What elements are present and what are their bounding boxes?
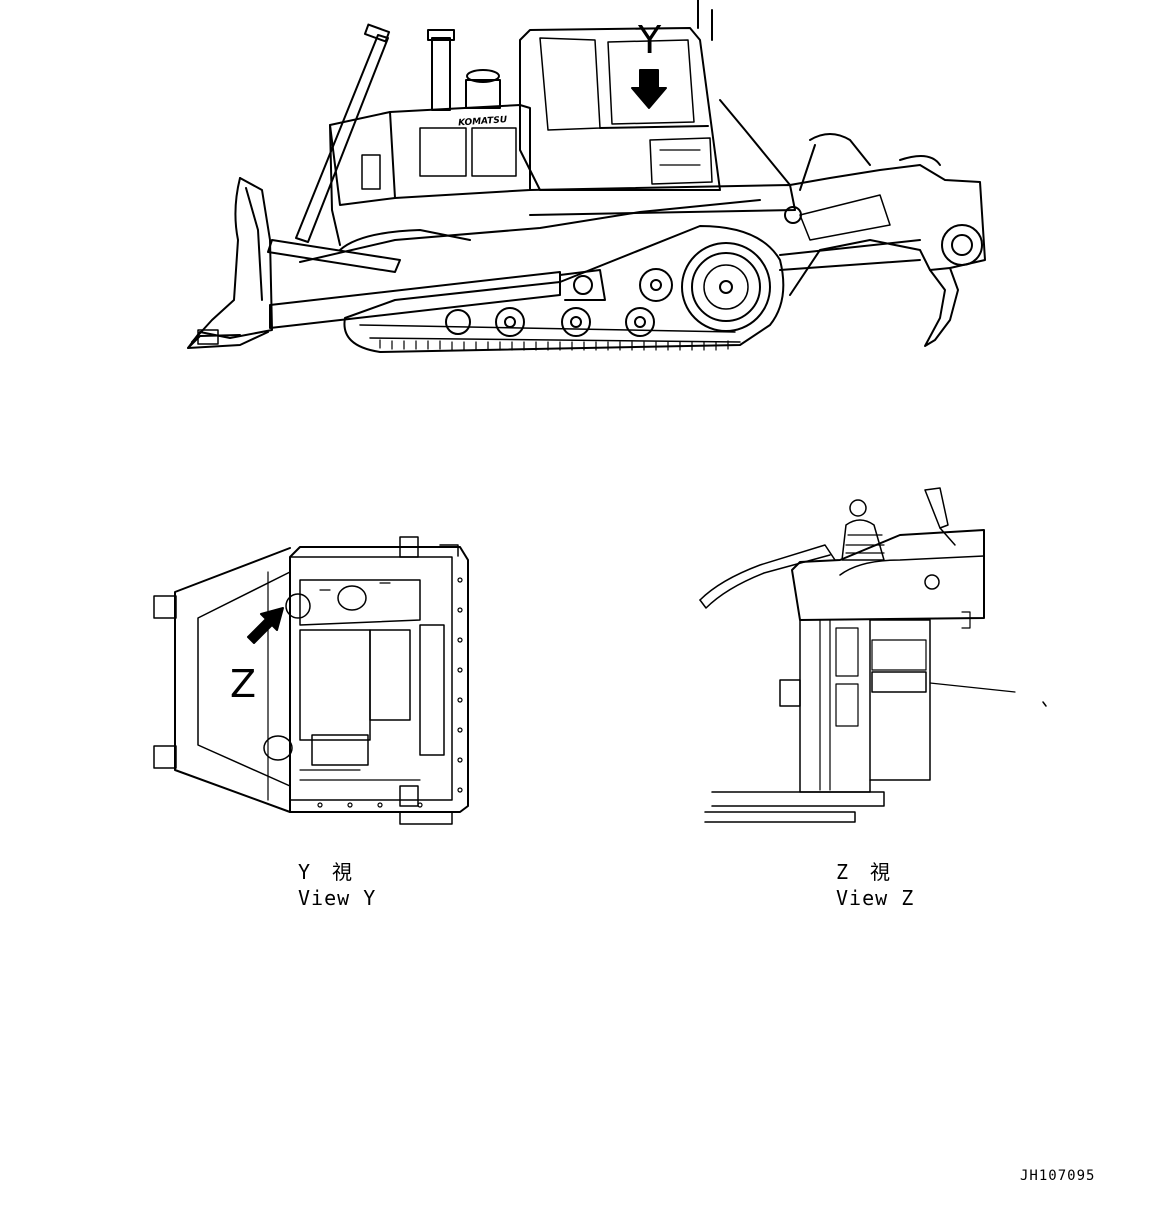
- dozer-blade: [187, 177, 273, 349]
- front-frame: [174, 547, 291, 813]
- control-lever-knob: [849, 499, 867, 517]
- view-z-marker: Z: [230, 662, 257, 706]
- view-y-arrow: [631, 69, 667, 109]
- leader-line: [929, 682, 1016, 693]
- view-y-top-view: [153, 536, 469, 825]
- decal-plate: [871, 671, 927, 693]
- view-z-caption-en: View Z: [836, 886, 915, 910]
- crawler-track: [343, 225, 785, 353]
- track-roller: [625, 307, 655, 337]
- sprocket-wheel: [681, 242, 771, 332]
- lift-cylinder: [295, 34, 389, 243]
- view-z-caption-jp: Z 視: [836, 860, 892, 884]
- brand-mark: KOMATSU: [458, 115, 508, 128]
- view-z-arrow: [247, 607, 284, 644]
- console-housing: [791, 529, 985, 621]
- view-y-caption-jp: Y 視: [298, 860, 354, 884]
- operator-cab: [519, 27, 721, 191]
- push-arm: [269, 271, 561, 329]
- deck-frame: [289, 546, 469, 813]
- operator-seat: [311, 734, 369, 766]
- track-roller: [561, 307, 591, 337]
- view-z-console-view: [699, 487, 1047, 823]
- ripper-assembly: [789, 164, 986, 296]
- track-roller: [495, 307, 525, 337]
- engine-hood: [329, 104, 531, 206]
- drawing-number: JH107095: [1020, 1168, 1096, 1184]
- view-y-marker: Y: [638, 18, 662, 62]
- view-y-caption-en: View Y: [298, 886, 377, 910]
- bulldozer-side-view: KOMATSU: [187, 0, 986, 353]
- idler-hub: [639, 268, 673, 302]
- exhaust-stack: [431, 37, 451, 111]
- track-roller: [445, 309, 471, 335]
